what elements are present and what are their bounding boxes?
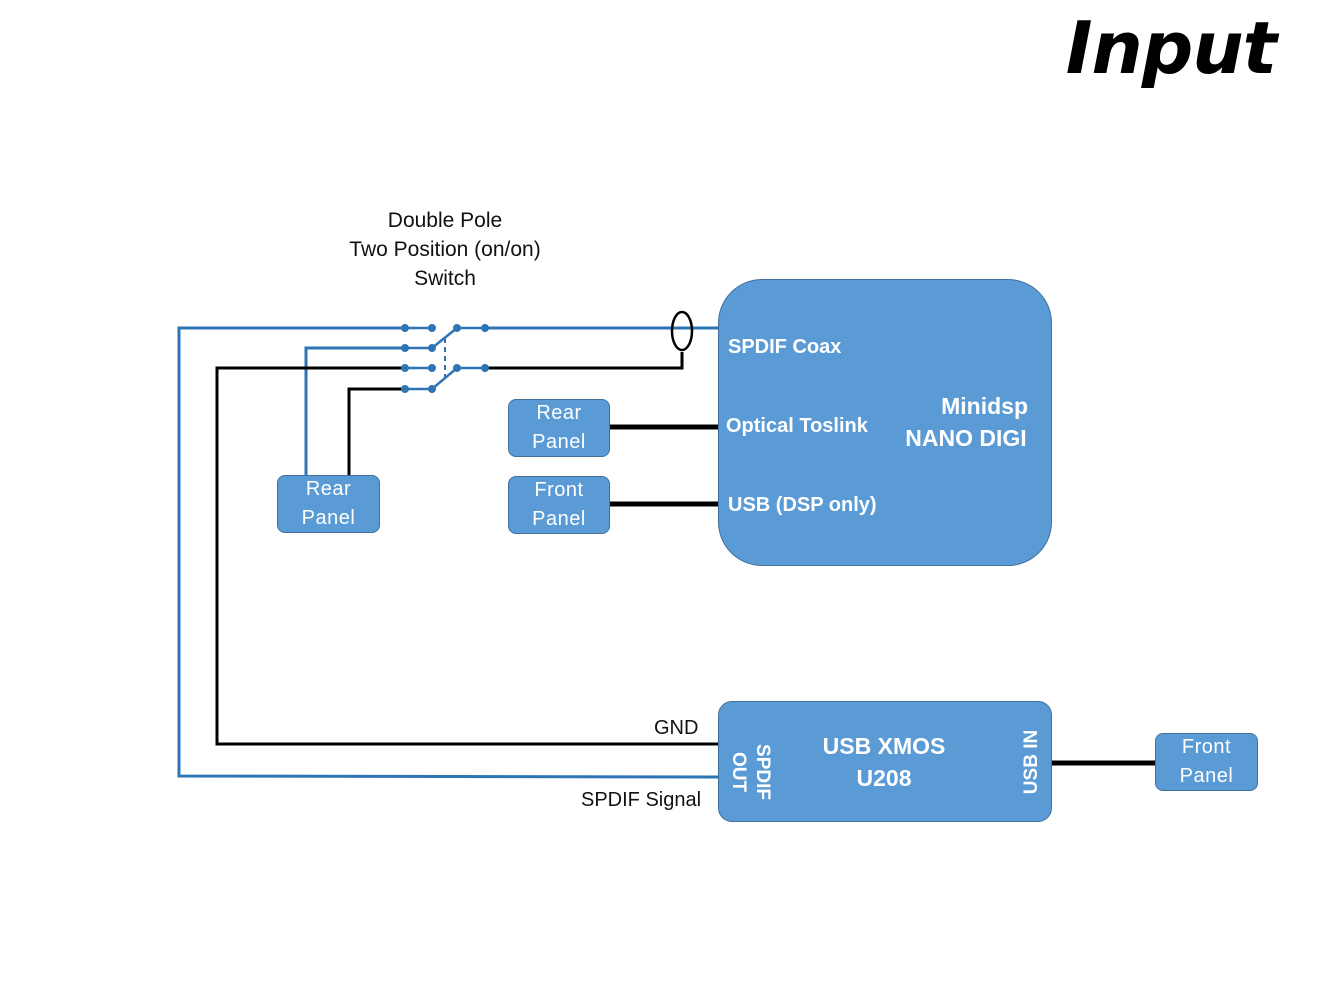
panel-label-line: Panel xyxy=(301,507,356,529)
panel-label-line: Front xyxy=(534,479,584,501)
minidsp-name-line: NANO DIGI xyxy=(905,425,1027,451)
switch-symbol xyxy=(401,324,489,393)
xmos-name-line: U208 xyxy=(856,765,912,791)
gnd-wire-label: GND xyxy=(654,717,699,739)
usb-dsp-port-label: USB (DSP only) xyxy=(728,494,877,516)
page-title: Input xyxy=(1065,6,1277,90)
xmos-block xyxy=(718,701,1052,822)
xmos-name-line: USB XMOS xyxy=(822,733,946,759)
minidsp-name-line: Minidsp xyxy=(941,393,1028,419)
switch-terminal xyxy=(428,324,436,332)
optical-toslink-port-label: Optical Toslink xyxy=(726,415,868,437)
switch-terminal xyxy=(453,324,461,332)
front-panel-xmos-box: Front Panel xyxy=(1155,733,1258,791)
usb-in-port-label: USB IN xyxy=(1021,729,1042,795)
switch-terminal xyxy=(401,344,409,352)
front-panel-usb-box: Front Panel xyxy=(508,476,610,534)
spdif-signal-wire xyxy=(177,326,720,779)
panel-label-line: Panel xyxy=(1179,765,1234,787)
spdif-signal-wire-label: SPDIF Signal xyxy=(581,789,702,811)
switch-label-line: Double Pole xyxy=(387,209,503,232)
switch-label-line: Two Position (on/on) xyxy=(349,238,541,261)
switch-terminal xyxy=(453,364,461,372)
switch-terminal xyxy=(428,364,436,372)
panel-label-line: Panel xyxy=(532,431,586,453)
panel-label-line: Rear xyxy=(305,478,352,500)
switch-terminal xyxy=(428,344,436,352)
rear-panel-signal-wire xyxy=(304,346,405,475)
switch-lever-bottom xyxy=(431,367,458,390)
rear-panel-optical-box: Rear Panel xyxy=(508,399,610,457)
spdif-out-label-line: SPDIF xyxy=(752,744,773,800)
switch-label-line: Switch xyxy=(414,267,476,290)
switch-label: Double Pole Two Position (on/on) Switch xyxy=(330,206,560,293)
coax-shield-symbol xyxy=(670,310,694,352)
minidsp-block xyxy=(718,279,1052,566)
rear-panel-gnd-wire xyxy=(347,387,405,475)
spdif-out-port-label: SPDIF OUT xyxy=(726,740,774,804)
switch-terminal xyxy=(401,364,409,372)
switch-terminal xyxy=(401,385,409,393)
spdif-coax-port-label: SPDIF Coax xyxy=(728,336,842,358)
gnd-wire xyxy=(215,366,719,746)
switch-terminal xyxy=(481,324,489,332)
spdif-out-label-line: OUT xyxy=(728,751,749,793)
panel-label-line: Front xyxy=(1181,736,1232,758)
switch-terminal xyxy=(401,324,409,332)
panel-label-line: Panel xyxy=(532,508,586,530)
switch-terminal xyxy=(428,385,436,393)
xmos-name: USB XMOS U208 xyxy=(804,730,964,794)
switch-to-coax-gnd-wire xyxy=(485,352,684,370)
rear-panel-switch-box: Rear Panel xyxy=(277,475,380,533)
panel-label-line: Rear xyxy=(536,402,582,424)
minidsp-name: Minidsp NANO DIGI xyxy=(896,390,1036,454)
switch-terminal xyxy=(481,364,489,372)
